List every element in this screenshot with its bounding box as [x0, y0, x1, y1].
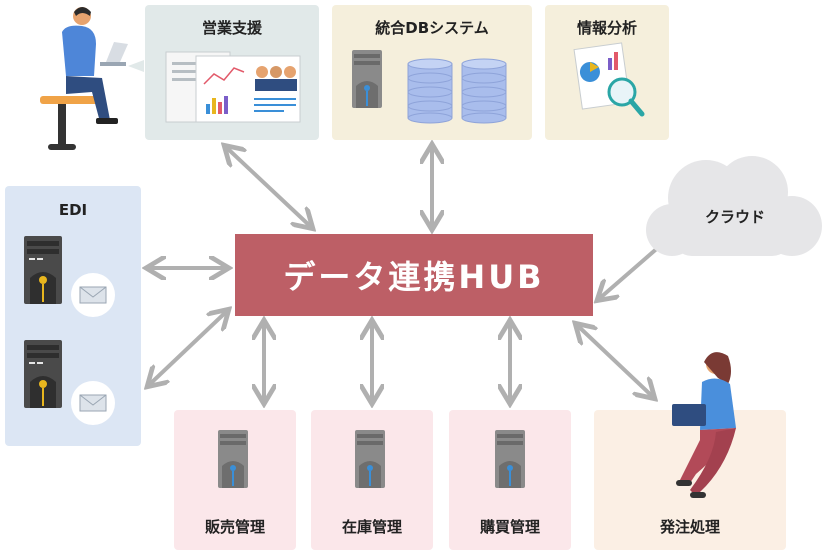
sales-mgmt-label: 販売管理	[204, 518, 265, 536]
inventory-mgmt-label: 在庫管理	[341, 518, 402, 536]
order-processing-label: 発注処理	[659, 518, 720, 536]
analysis-magnifier-icon	[573, 42, 645, 117]
speech-pointer	[128, 60, 144, 72]
database-cylinders-icon	[407, 58, 507, 124]
man-with-laptop-illustration	[40, 7, 128, 150]
db-server-icon	[352, 50, 382, 108]
integrated-db-label: 統合DBシステム	[375, 19, 489, 37]
woman-with-laptop-illustration	[672, 352, 736, 498]
sales-support-label: 営業支援	[201, 19, 262, 37]
connector-arrows	[150, 148, 676, 400]
data-hub: データ連携HUB	[235, 234, 593, 316]
cloud-icon	[646, 156, 822, 256]
sales-mgmt-server-icon	[218, 430, 248, 488]
mail-icon-2	[70, 380, 116, 426]
info-analysis-box: 情報分析	[545, 5, 669, 140]
inventory-mgmt-server-icon	[355, 430, 385, 488]
sales-report-illustration	[165, 51, 301, 123]
mail-icon-1	[70, 272, 116, 318]
edi-server-icon-2	[24, 340, 62, 408]
purchase-mgmt-server-icon	[495, 430, 525, 488]
purchase-mgmt-label: 購買管理	[479, 518, 540, 536]
cloud-label: クラウド	[704, 208, 765, 226]
edi-label: EDI	[58, 201, 88, 219]
info-analysis-label: 情報分析	[576, 19, 637, 37]
order-processing-box: 発注処理	[594, 410, 786, 550]
edi-server-icon-1	[24, 236, 62, 304]
